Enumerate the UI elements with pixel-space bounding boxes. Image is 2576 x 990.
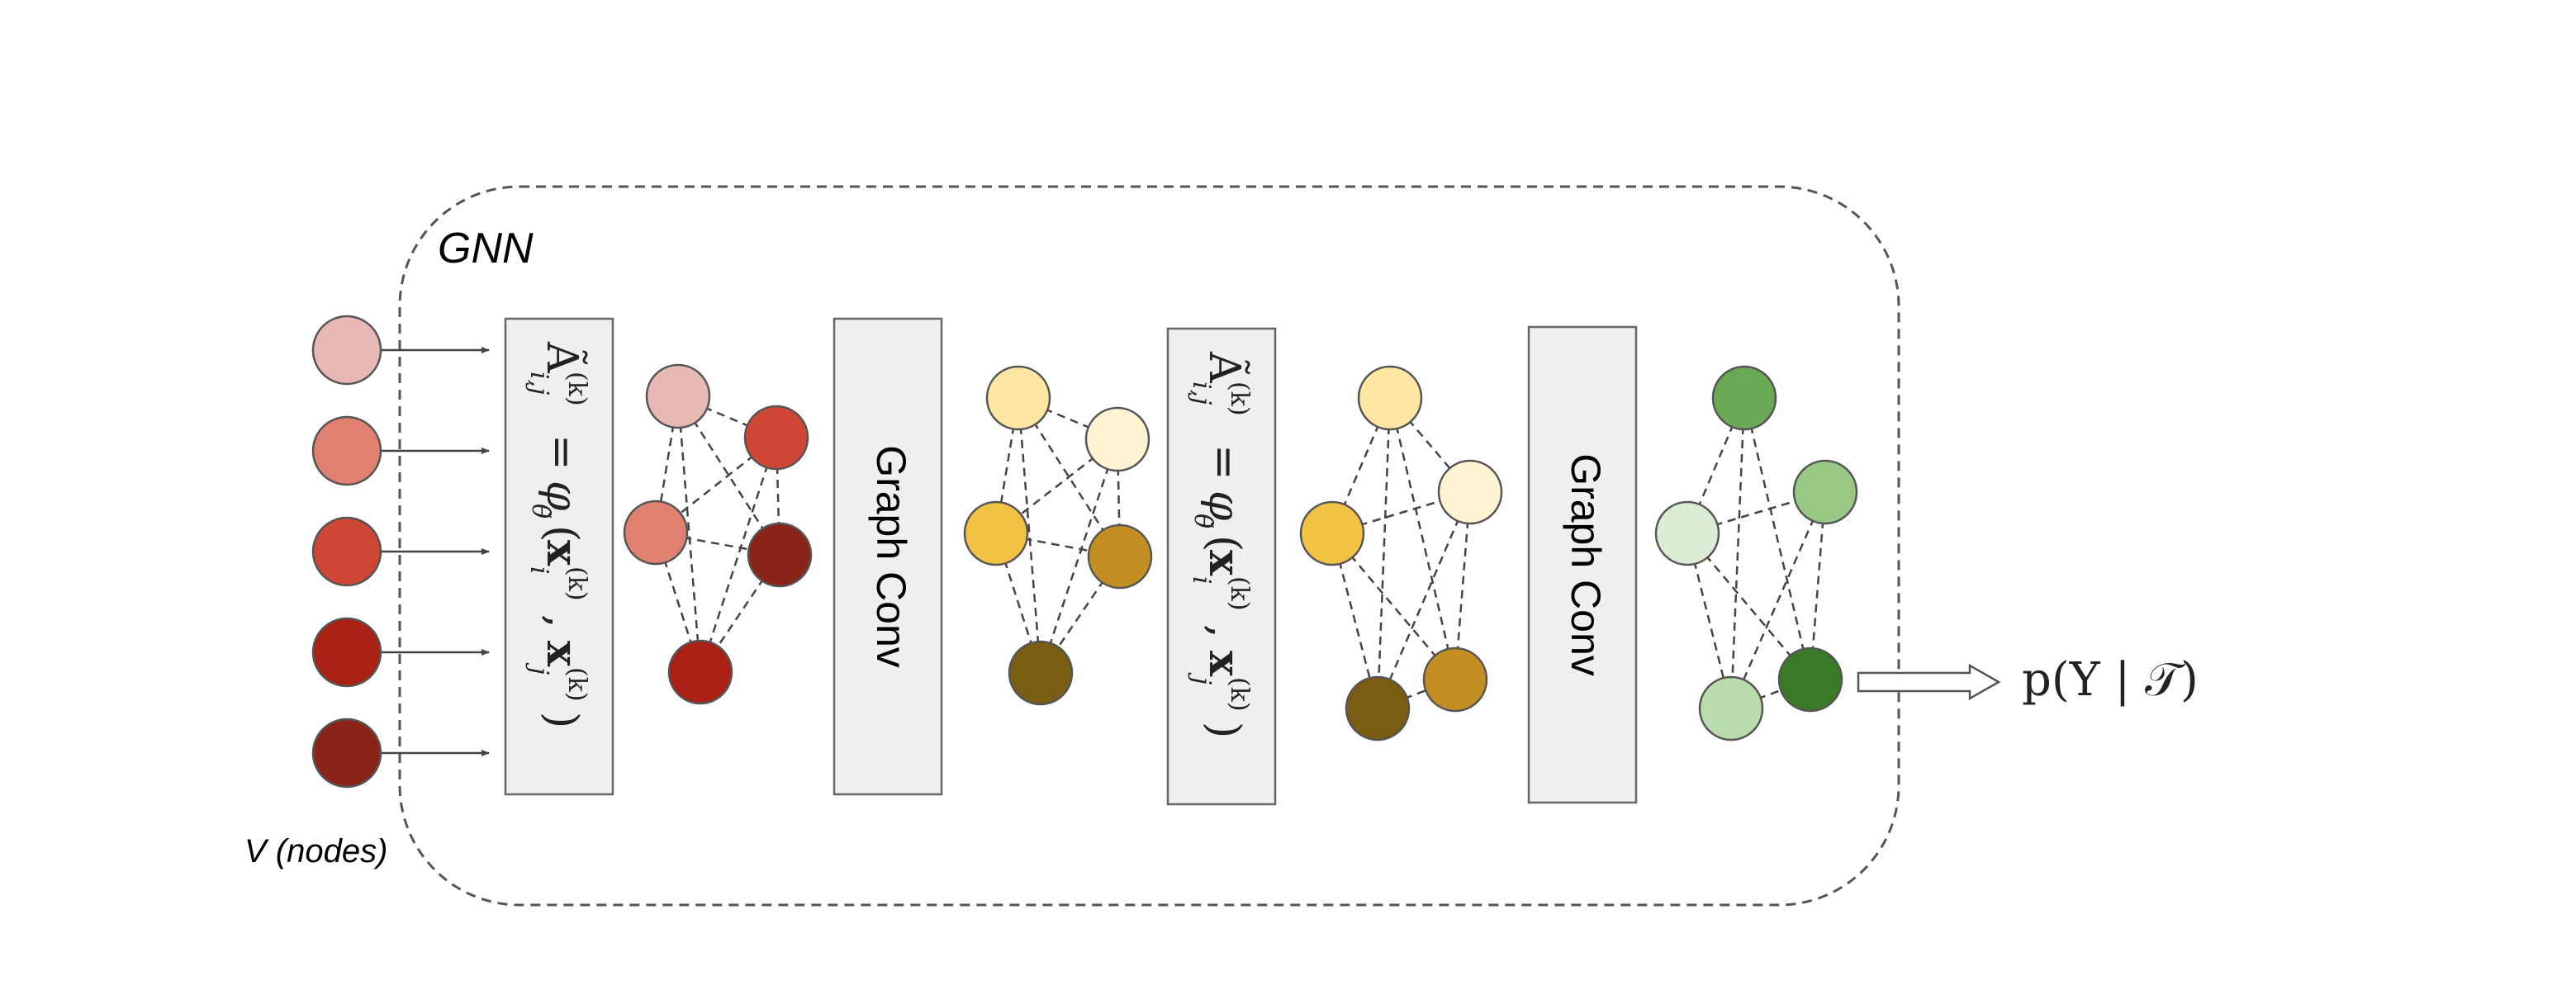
graph-2-node	[1008, 640, 1074, 706]
graph-2	[963, 365, 1153, 706]
graph-4-node	[1792, 459, 1858, 525]
formula-k-sup: (k)	[562, 667, 591, 702]
formula-theta-sub: θ̃	[1188, 514, 1217, 528]
edge-function-formula-1: Ã(k)i,j=φθ̃(x(k)i,x(k)j)	[524, 341, 591, 728]
input-nodes	[311, 315, 490, 789]
formula-a-tilde: Ã	[537, 341, 587, 374]
graph-conv-block-2	[1527, 325, 1638, 804]
graph-1-node	[743, 405, 809, 471]
graph-4-node	[1777, 647, 1843, 713]
graph-conv-label-1: Graph Conv	[868, 445, 914, 668]
formula-k-sup: (k)	[562, 566, 591, 601]
graph-conv-block-1	[833, 317, 943, 796]
output-label: p(Y | 𝒯)	[2022, 653, 2199, 707]
graph-1-node	[667, 639, 733, 705]
formula-i-sub: i	[1187, 576, 1216, 585]
formula-open-paren: (	[1199, 535, 1249, 552]
graph-3-node	[1357, 365, 1423, 431]
graph-3-node	[1345, 675, 1411, 741]
formula-x-j: x	[1199, 651, 1250, 677]
graph-2-node	[1087, 523, 1153, 590]
formula-k-sup: (k)	[1225, 381, 1254, 416]
graph-4-node	[1654, 500, 1720, 566]
graph-4	[1654, 365, 1858, 741]
graph-3-node	[1437, 459, 1503, 525]
edge-function-block-1	[504, 317, 614, 796]
formula-phi: φ	[1199, 490, 1249, 521]
formula-close-paren: )	[1199, 722, 1249, 738]
formula-x-i: x	[537, 540, 587, 566]
formula-ij-sub: i,j	[1187, 381, 1216, 405]
formula-comma: ,	[1199, 624, 1249, 638]
graph-2-node	[985, 365, 1051, 431]
formula-k-sup: (k)	[1225, 677, 1254, 712]
edge-function-block-2	[1166, 327, 1277, 806]
graph-4-node	[1698, 675, 1764, 741]
formula-x-i: x	[1199, 550, 1250, 576]
output-arrow	[1857, 663, 2001, 701]
graph-4-node	[1711, 365, 1777, 431]
graph-1-node	[645, 363, 711, 429]
graph-3	[1299, 365, 1503, 741]
formula-i-sub: i	[524, 566, 553, 575]
input-node	[311, 617, 382, 688]
formula-close-paren: )	[537, 712, 586, 728]
input-node	[311, 315, 382, 386]
formula-equals: =	[537, 434, 586, 471]
input-node	[311, 415, 382, 486]
formula-x-j: x	[537, 641, 587, 667]
graph-1	[623, 363, 813, 705]
formula-open-paren: (	[537, 525, 586, 542]
graph-1-node	[747, 522, 813, 588]
formula-comma: ,	[537, 614, 586, 628]
formula-ij-sub: i,j	[524, 372, 553, 395]
formula-equals: =	[1199, 444, 1249, 481]
formula-k-sup: (k)	[1225, 576, 1254, 611]
edge-function-formula-2: Ã(k)i,j=φθ̃(x(k)i,x(k)j)	[1187, 351, 1254, 738]
graph-2-node	[963, 500, 1029, 566]
formula-k-sup: (k)	[562, 372, 591, 406]
formula-a-tilde: Ã	[1199, 351, 1250, 384]
graph-2-node	[1084, 406, 1150, 472]
input-label: V (nodes)	[244, 833, 387, 869]
formula-theta-sub: θ̃	[526, 504, 555, 519]
graph-3-node	[1299, 500, 1365, 566]
formula-phi: φ	[537, 481, 586, 511]
graph-1-node	[623, 500, 689, 566]
graph-conv-label-2: Graph Conv	[1563, 453, 1609, 676]
input-node	[311, 718, 382, 789]
gnn-title: GNN	[438, 225, 534, 272]
gnn-container	[398, 185, 1900, 907]
input-node	[311, 516, 382, 587]
graph-3-node	[1422, 647, 1488, 713]
